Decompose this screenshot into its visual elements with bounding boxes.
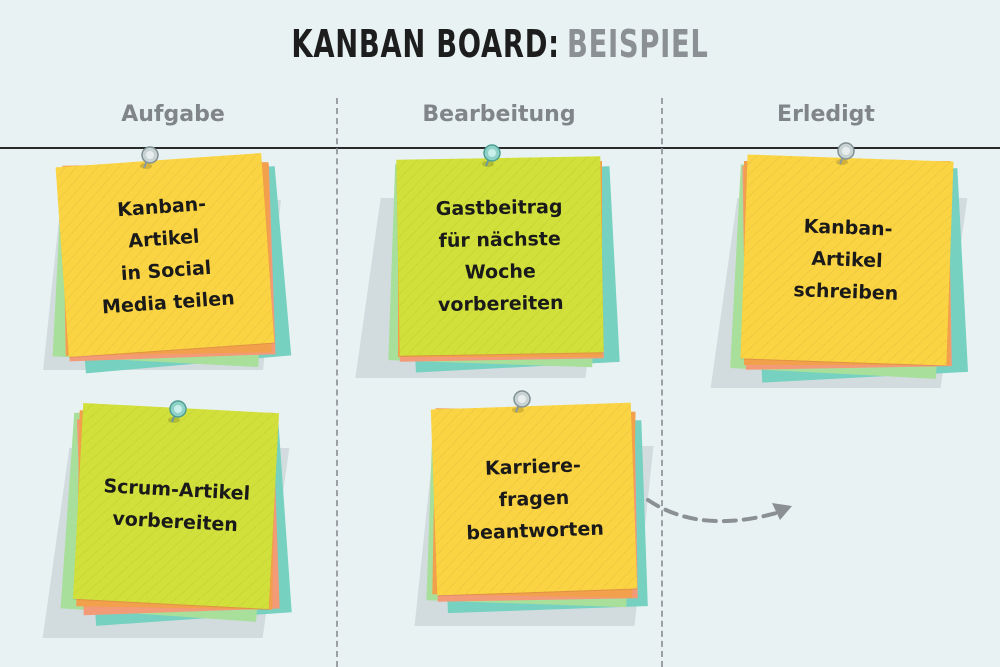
pushpin-icon bbox=[168, 400, 187, 423]
card-kanban-schreiben[interactable]: Kanban- Artikel schreiben bbox=[710, 142, 969, 388]
header-divider bbox=[0, 147, 1000, 149]
board-title: KANBAN BOARD:BEISPIEL bbox=[140, 22, 860, 66]
card-text: Scrum-Artikel vorbereiten bbox=[102, 475, 251, 537]
sticky-note-yellow: Kanban- Artikel schreiben bbox=[740, 154, 954, 366]
card-scrum[interactable]: Scrum-Artikel vorbereiten bbox=[42, 400, 292, 638]
card-gastbeitrag[interactable]: Gastbeitrag für nächste Woche vorbereite… bbox=[355, 144, 620, 378]
pushpin-icon bbox=[836, 142, 855, 165]
title-sub: BEISPIEL bbox=[567, 22, 709, 66]
pushpin-icon bbox=[140, 146, 159, 169]
column-header-erledigt: Erledigt bbox=[777, 102, 875, 127]
column-header-aufgabe: Aufgabe bbox=[121, 102, 225, 127]
sticky-note-yellow: Kanban- Artikel in Social Media teilen bbox=[55, 153, 275, 357]
column-header-bearbeitung: Bearbeitung bbox=[422, 102, 576, 127]
pushpin-icon bbox=[512, 390, 531, 413]
dashed-arrow-icon bbox=[646, 498, 792, 524]
card-text: Karriere- fragen beantworten bbox=[466, 454, 605, 545]
column-divider-1 bbox=[336, 98, 338, 667]
column-divider-2 bbox=[661, 98, 663, 667]
card-text: Kanban- Artikel in Social Media teilen bbox=[101, 193, 236, 319]
card-social-media[interactable]: Kanban- Artikel in Social Media teilen bbox=[43, 146, 292, 374]
card-text: Gastbeitrag für nächste Woche vorbereite… bbox=[435, 195, 564, 317]
pushpin-icon bbox=[482, 144, 501, 167]
title-main: KANBAN BOARD: bbox=[291, 22, 560, 66]
sticky-note-green: Gastbeitrag für nächste Woche vorbereite… bbox=[396, 156, 604, 356]
card-text: Kanban- Artikel schreiben bbox=[793, 215, 899, 305]
card-karriere[interactable]: Karriere- fragen beantworten bbox=[414, 390, 654, 626]
sticky-note-yellow: Karriere- fragen beantworten bbox=[430, 402, 638, 596]
sticky-note-green: Scrum-Artikel vorbereiten bbox=[73, 403, 279, 609]
